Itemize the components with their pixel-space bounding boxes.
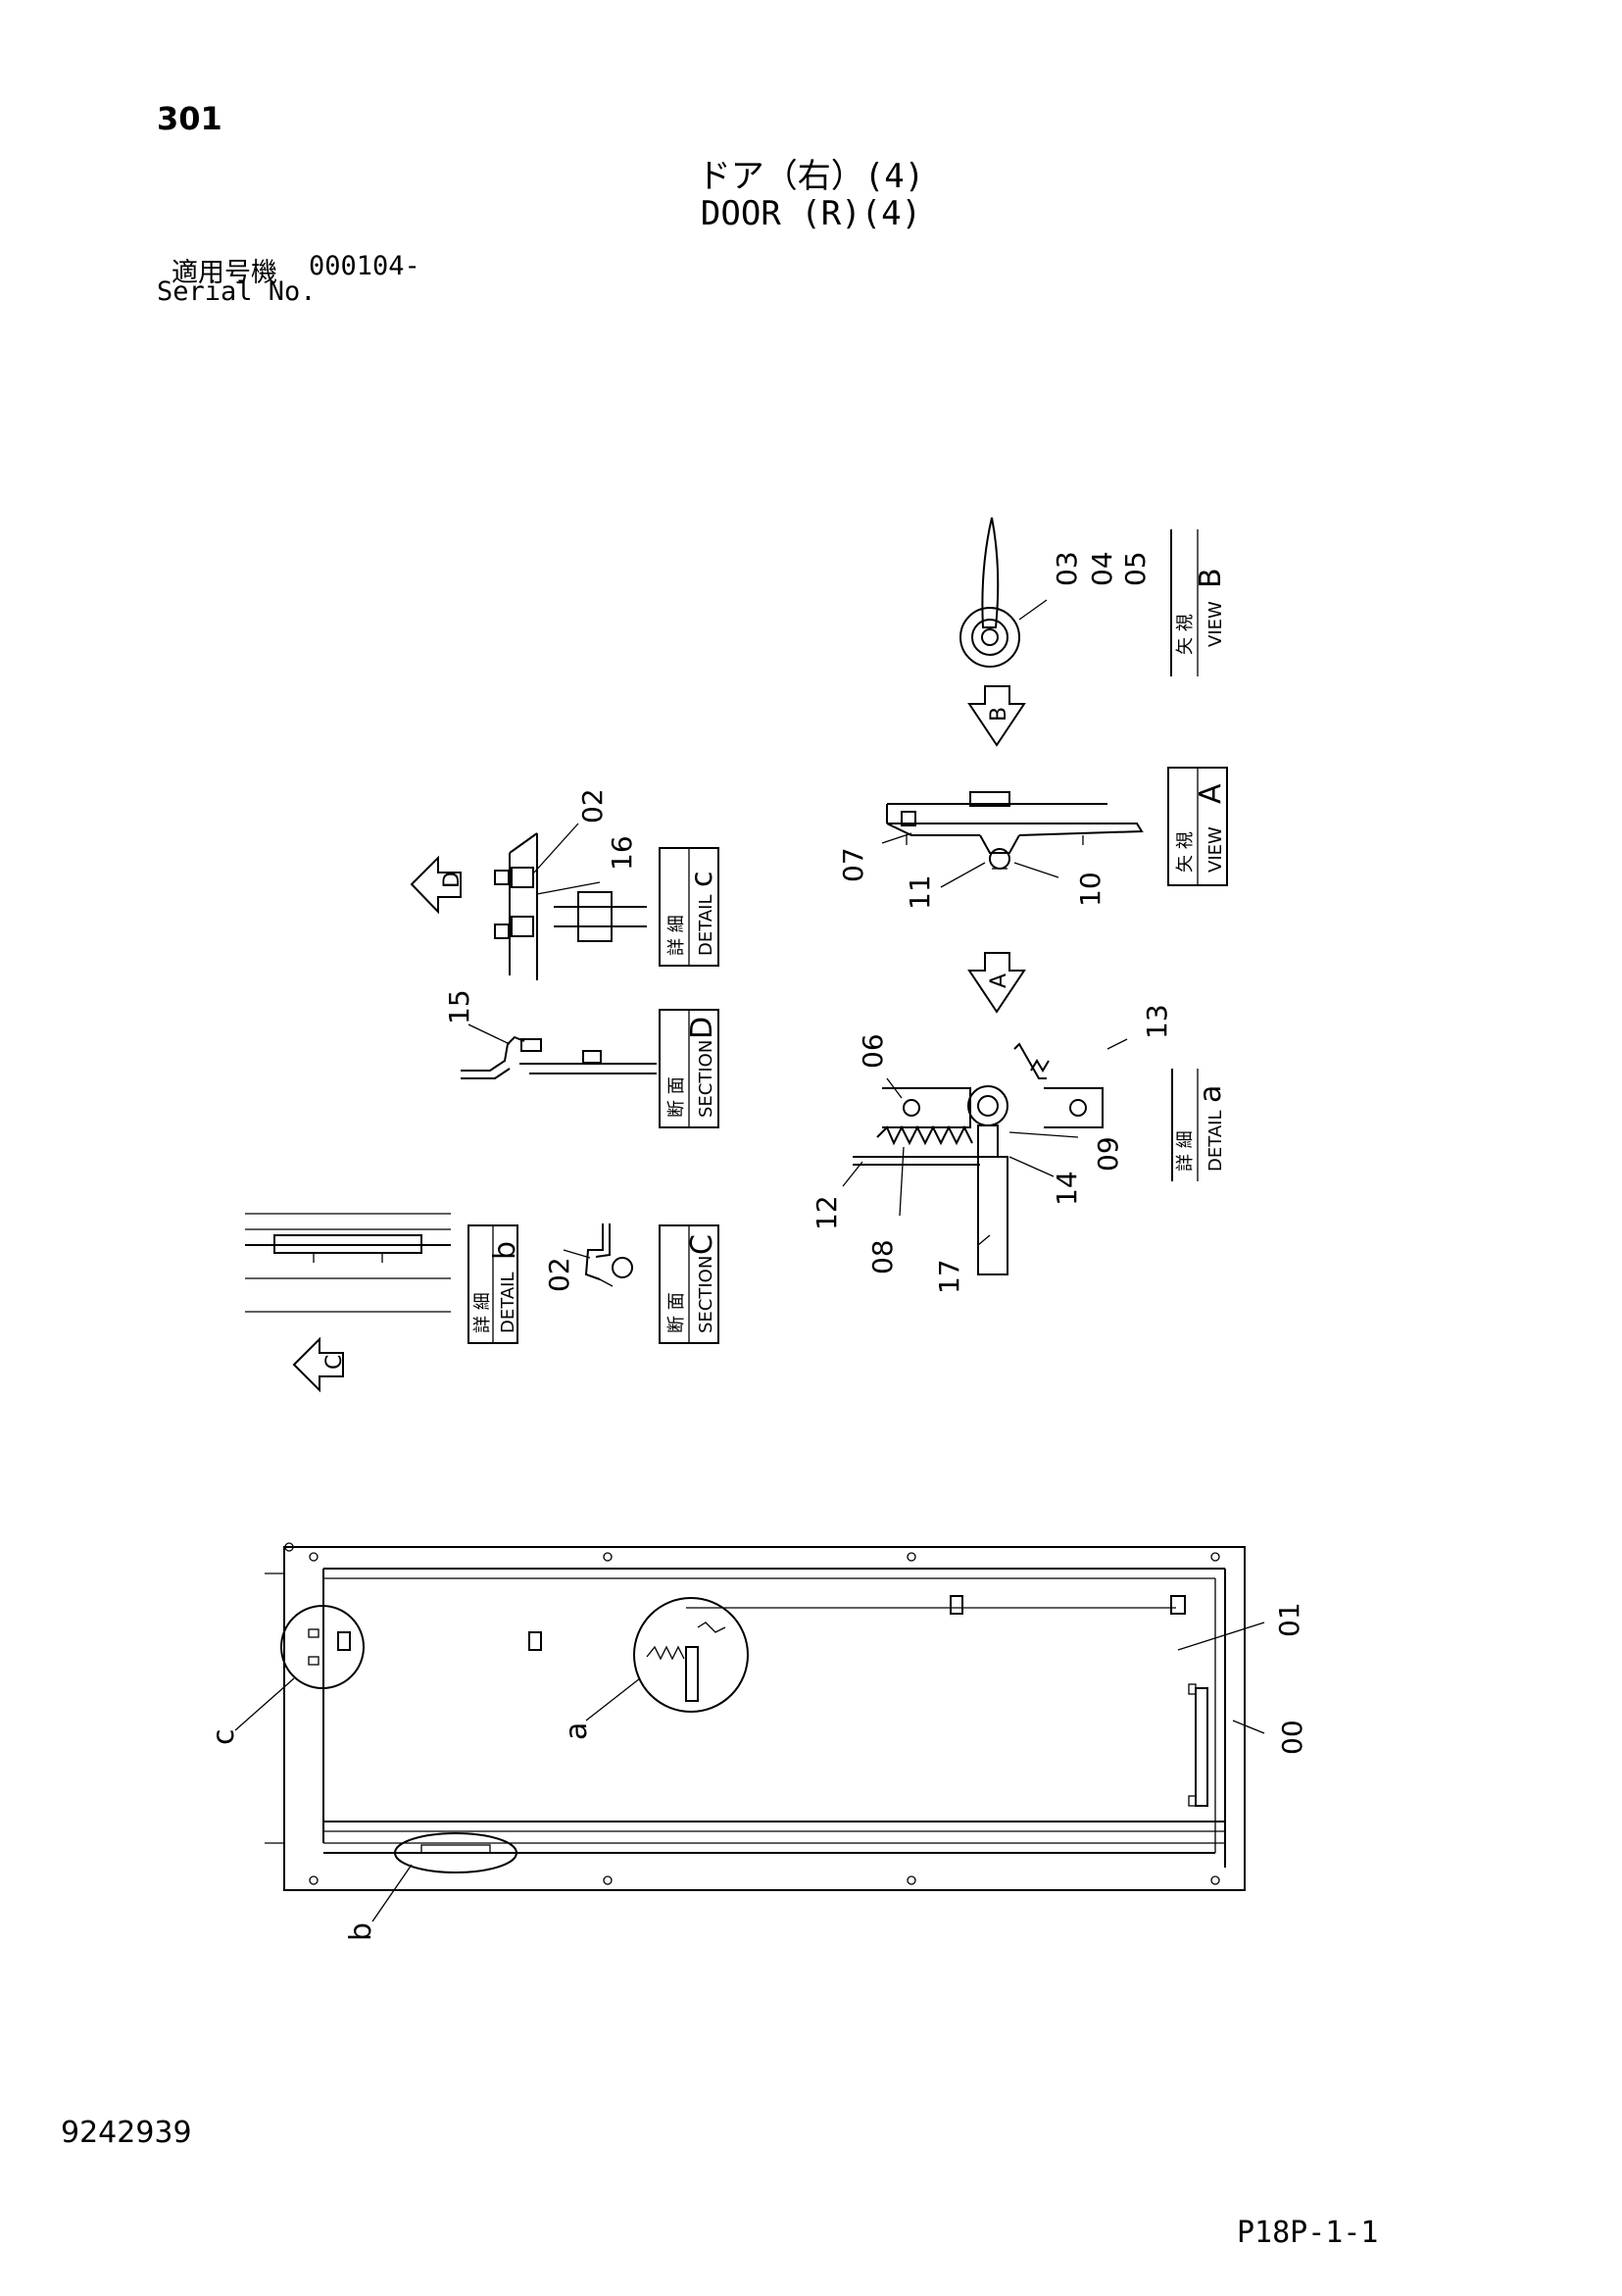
- callout-15: 15: [443, 989, 475, 1024]
- callout-detail-c: c: [207, 1729, 241, 1746]
- detail-b-en: DETAIL: [498, 1273, 518, 1333]
- view-b-letter: B: [1194, 568, 1228, 588]
- view-b-label-box: 矢 視 VIEW B: [1170, 529, 1228, 676]
- arrow-c: C: [292, 1336, 347, 1393]
- callout-07: 07: [837, 847, 869, 882]
- callout-12: 12: [811, 1195, 843, 1230]
- section-d-letter: D: [685, 1017, 719, 1039]
- callout-06: 06: [857, 1033, 889, 1069]
- callout-10: 10: [1074, 872, 1106, 907]
- view-b-jp: 矢 視: [1175, 614, 1196, 655]
- detail-c-label-box: 詳 細 DETAIL c: [659, 847, 719, 967]
- section-d-label-box: 断 面 SECTION D: [659, 1009, 719, 1128]
- callout-02-section-c: 02: [543, 1257, 575, 1292]
- section-c-assembly: [584, 1223, 633, 1287]
- detail-b-assembly: [245, 1213, 451, 1313]
- detail-a-label-box: 詳 細 DETAIL a: [1171, 1069, 1228, 1181]
- detail-c-letter: c: [685, 872, 719, 888]
- detail-a-letter: a: [1194, 1085, 1228, 1103]
- callout-detail-a: a: [560, 1722, 594, 1740]
- arrow-b-letter: B: [987, 707, 1011, 722]
- callout-01: 01: [1273, 1602, 1305, 1637]
- serial-label-english: Serial No.: [157, 276, 317, 307]
- view-a-label-box: 矢 視 VIEW A: [1167, 767, 1228, 886]
- section-c-jp: 断 面: [666, 1292, 687, 1333]
- section-d-en: SECTION: [696, 1040, 716, 1118]
- callout-09: 09: [1092, 1136, 1124, 1172]
- detail-a-jp: 詳 細: [1175, 1130, 1196, 1172]
- callout-05: 05: [1119, 551, 1152, 586]
- callout-11: 11: [904, 874, 936, 910]
- section-d-jp: 断 面: [666, 1076, 687, 1118]
- section-d-assembly: [461, 1035, 657, 1079]
- arrow-a-letter: A: [987, 973, 1011, 988]
- callout-detail-b: b: [344, 1922, 378, 1941]
- page-number: 301: [157, 100, 222, 137]
- view-a-letter: A: [1194, 783, 1228, 804]
- callout-03: 03: [1051, 551, 1083, 586]
- page-code: P18P-1-1: [1237, 2216, 1379, 2250]
- serial-value: 000104-: [309, 251, 420, 281]
- door-main: [265, 1542, 1246, 1891]
- callout-04: 04: [1086, 551, 1118, 586]
- callout-08: 08: [866, 1239, 899, 1274]
- arrow-b: B: [967, 685, 1026, 747]
- callout-00: 00: [1276, 1720, 1308, 1755]
- section-c-letter: C: [685, 1234, 719, 1255]
- arrow-d-letter: D: [440, 872, 465, 888]
- arrow-d: D: [410, 855, 465, 915]
- callout-17: 17: [933, 1259, 965, 1294]
- view-b-en: VIEW: [1205, 601, 1226, 647]
- detail-c-assembly: [494, 832, 647, 980]
- detail-b-label-box: 詳 細 DETAIL b: [467, 1224, 522, 1344]
- view-b-handle: [959, 517, 1048, 668]
- view-a-jp: 矢 視: [1175, 831, 1196, 873]
- detail-b-jp: 詳 細: [472, 1292, 493, 1333]
- section-c-label-box: 断 面 SECTION C: [659, 1224, 719, 1344]
- detail-b-letter: b: [488, 1241, 522, 1260]
- callout-16: 16: [606, 835, 638, 871]
- arrow-c-letter: C: [322, 1355, 347, 1370]
- detail-c-jp: 詳 細: [666, 915, 687, 956]
- title-english: DOOR (R)(4): [700, 194, 922, 233]
- title-japanese: ドア（右）(4): [697, 157, 925, 196]
- section-c-en: SECTION: [696, 1256, 716, 1333]
- arrow-a: A: [967, 952, 1026, 1014]
- document-number: 9242939: [61, 2116, 192, 2150]
- callout-13: 13: [1141, 1004, 1173, 1039]
- detail-a-assembly: [853, 1042, 1104, 1275]
- detail-c-en: DETAIL: [696, 895, 716, 956]
- view-a-en: VIEW: [1205, 826, 1226, 873]
- callout-02-detail-c: 02: [576, 788, 609, 824]
- serial-label-japanese: 適用号機: [172, 258, 277, 288]
- callout-14: 14: [1051, 1171, 1083, 1206]
- detail-a-en: DETAIL: [1205, 1111, 1226, 1172]
- view-a-assembly: [886, 791, 1144, 870]
